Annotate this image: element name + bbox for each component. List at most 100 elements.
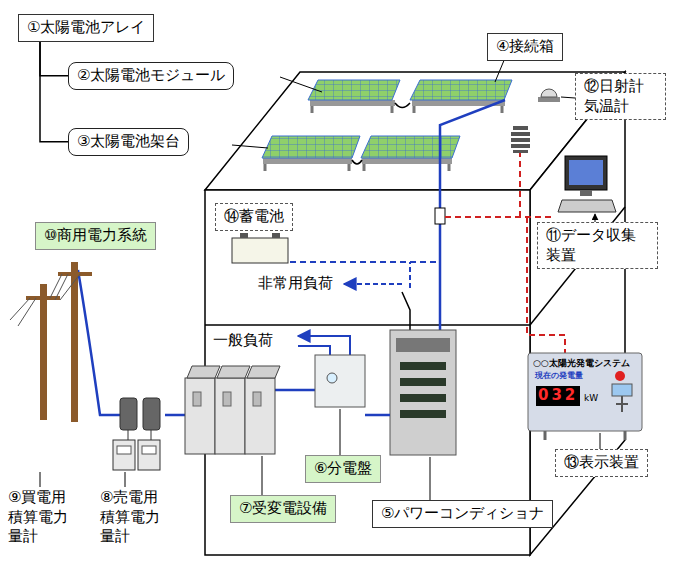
node-text: ④接続箱 (496, 37, 554, 57)
thermometer-shield (513, 150, 528, 153)
power-conditioner (400, 394, 446, 402)
part-label: ⑨買電用 積算電力 量計 (8, 488, 83, 547)
dashed-label-box: ⑪データ収集 装置 (537, 222, 658, 269)
power-conditioner (400, 362, 446, 370)
utility-pole (10, 262, 92, 422)
display-text: 032 (536, 386, 580, 406)
node-text: ⑦受変電設備 (239, 499, 327, 519)
computer (558, 200, 616, 212)
part-label: 非常用負荷 (258, 274, 333, 294)
label-box: ①太陽電池アレイ (18, 14, 154, 42)
switch (409, 262, 411, 288)
node-text: ⑪データ収集 装置 (546, 226, 649, 265)
display-panel (545, 431, 625, 440)
node-text: ⑫日射計 気温計 (584, 77, 657, 116)
battery (290, 261, 440, 263)
dc-wiring (435, 100, 505, 330)
watt-hour-meter (113, 440, 135, 470)
display-panel (612, 384, 632, 396)
bracket-line (40, 42, 68, 142)
label-box: ④接続箱 (487, 33, 563, 61)
substation-cabinet (185, 378, 215, 454)
label-box: ⑤パワーコンディショナ (372, 500, 553, 528)
battery (272, 233, 280, 238)
battery (232, 233, 440, 263)
node-text: ⑩商用電力系統 (44, 226, 147, 246)
thermometer-shield (511, 138, 530, 142)
node-text: ⑭蓄電池 (224, 207, 284, 227)
label-box: ③太陽電池架台 (68, 128, 189, 156)
building (530, 72, 625, 555)
leader-line (595, 214, 596, 222)
power-conditioner (400, 410, 446, 418)
leader-line (40, 58, 600, 500)
thermometer-shield (513, 126, 528, 130)
label-box: ②太陽電池モジュール (68, 62, 234, 90)
battery (232, 238, 288, 263)
node-text: ⑬表示装置 (564, 453, 639, 473)
watt-hour-meter (113, 398, 160, 470)
display-panel (615, 371, 625, 381)
solar-panel (410, 80, 512, 100)
node-text: ②太陽電池モジュール (77, 66, 225, 86)
substation-cabinet (215, 378, 245, 454)
display-text: kW (584, 393, 598, 404)
dashed-label-box: ⑫日射計 気温計 (575, 73, 666, 120)
switch (402, 292, 410, 330)
computer (569, 160, 603, 185)
pyranometer (541, 89, 557, 97)
utility-pole (10, 274, 80, 326)
part-label: 一般負荷 (213, 331, 273, 351)
label-box: ⑥分電盤 (305, 455, 381, 483)
utility-pole (71, 262, 78, 422)
utility-pole (58, 272, 92, 276)
pyranometer (538, 97, 560, 102)
computer (558, 156, 616, 212)
dc-wiring (440, 100, 505, 330)
building (205, 72, 625, 555)
substation-cabinet (253, 392, 261, 406)
bracket-line (40, 42, 68, 76)
distribution-board (315, 355, 365, 407)
display-text: 現在の発電量 (535, 371, 583, 381)
distribution-board (327, 373, 337, 383)
watt-hour-meter (138, 440, 160, 470)
leader-line (40, 58, 600, 500)
node-text: ①太陽電池アレイ (27, 18, 145, 38)
thermometer-shield (511, 132, 530, 136)
substation-cabinet (217, 366, 250, 378)
ac-wiring (298, 336, 350, 355)
watt-hour-meter (142, 446, 156, 454)
solar-panel (352, 103, 410, 164)
display-panel (616, 396, 628, 412)
battery (240, 233, 248, 238)
watt-hour-meter (128, 430, 151, 440)
distribution-board (315, 355, 365, 407)
watt-hour-meter (117, 446, 131, 454)
power-conditioner (390, 330, 456, 455)
display-panel (528, 353, 642, 440)
substation-cabinet (185, 366, 280, 454)
solar-panel (263, 158, 352, 164)
dashed-label-box: ⑬表示装置 (555, 449, 648, 477)
solar-panel (262, 80, 512, 171)
node-text: ③太陽電池架台 (77, 132, 180, 152)
substation-cabinet (245, 378, 275, 454)
label-box: ⑩商用電力系統 (35, 222, 156, 250)
substation-cabinet (247, 366, 280, 378)
solar-panel (361, 136, 460, 158)
display-panel (528, 353, 642, 431)
switch (344, 262, 410, 330)
utility-pole (40, 284, 47, 420)
computer (580, 190, 592, 196)
power-conditioner (390, 330, 456, 455)
thermometer-shield (511, 126, 530, 153)
substation-cabinet (193, 392, 201, 406)
dashed-label-box: ⑭蓄電池 (215, 203, 293, 231)
solar-panel (308, 80, 400, 100)
watt-hour-meter (120, 398, 137, 430)
solar-panel (362, 158, 452, 164)
node-text: ⑥分電盤 (314, 459, 372, 479)
thermometer-shield (511, 144, 530, 148)
